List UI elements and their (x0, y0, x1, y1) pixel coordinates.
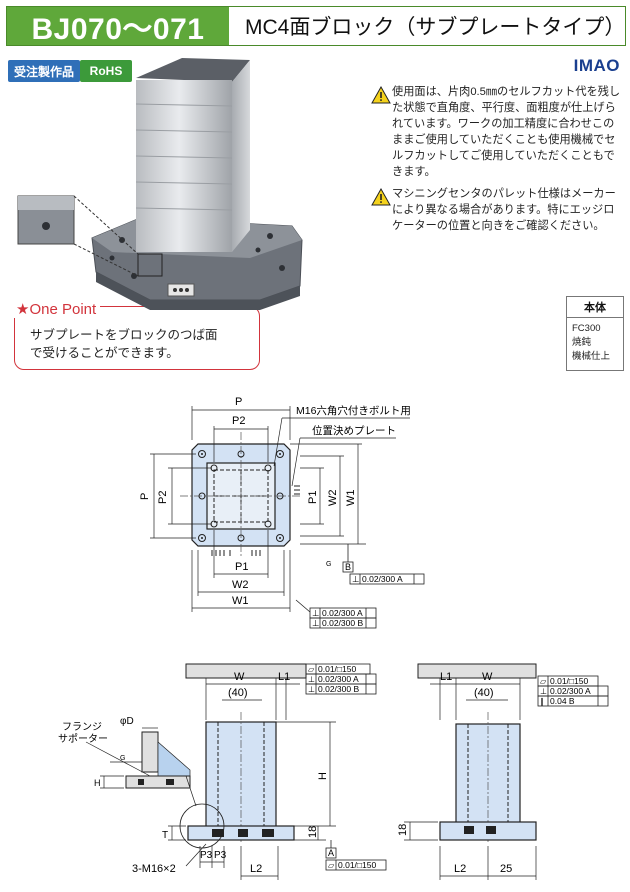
tol-symbol: ⏥ (540, 677, 547, 686)
dim-p-top: P (235, 396, 242, 408)
plate-label: 位置決めプレート (312, 424, 396, 437)
tol-3: 0.02/300 B (318, 684, 359, 694)
material-body: FC300 焼鈍 機械仕上 (567, 318, 623, 370)
datum-a: A (328, 848, 334, 858)
dim-w2-bottom: W2 (232, 579, 249, 591)
dim-p3b: P3 (214, 850, 227, 861)
flange-label-1: フランジ (62, 721, 102, 733)
brand-logo: IMAO (573, 56, 620, 75)
dim-w1-bottom: W1 (232, 595, 249, 607)
tol-bottom: 0.01/□150 (338, 860, 376, 870)
tol-2-side: 0.02/300 A (550, 686, 591, 696)
material-table: 本体 FC300 焼鈍 機械仕上 (566, 296, 624, 371)
tol-symbol: ⊥ (312, 618, 320, 628)
tol-bottom-1: 0.02/300 A (322, 608, 363, 618)
dim-w-side: W (482, 671, 493, 683)
warning-icon (371, 188, 391, 206)
surface-mark: G (326, 561, 331, 568)
dim-h-small: H (94, 778, 101, 788)
dim-phi-d: φD (120, 716, 134, 727)
tol-right: 0.02/300 A (362, 574, 403, 584)
tol-symbol: ∥ (540, 697, 544, 706)
one-point-line: で受けることができます。 (30, 346, 179, 360)
dim-l2-side: L2 (454, 863, 466, 875)
dim-p2-left: P2 (157, 491, 169, 504)
dim-18-side: 18 (397, 824, 409, 836)
tol-symbol: ⊥ (308, 675, 315, 684)
product-photo (17, 58, 303, 310)
material-header: 本体 (567, 297, 623, 318)
front-view-drawing: W L1 (40) H 18 T P3 P3 L2 3-M16×2 ⏥ 0.01… (58, 663, 387, 880)
side-view-drawing: L1 W (40) 18 L2 25 ⏥ 0.01/□150 ⊥ 0.02/30… (397, 663, 609, 880)
bolt-label: M16六角穴付きボルト用 (296, 404, 411, 417)
flange-label-2: サポーター (58, 733, 108, 745)
one-point-line: サブプレートをブロックのつば面 (30, 328, 218, 342)
dim-w1-right: W1 (345, 490, 357, 507)
tol-symbol: ⏥ (308, 665, 315, 674)
pallet-note-text: マシニングセンタのパレット仕様はメーカーにより異なる場合があります。特にエッジロ… (392, 188, 616, 232)
tol-symbol: ⏥ (328, 861, 335, 870)
made-to-order-badge: 受注製作品 (8, 60, 81, 82)
dim-h: H (317, 772, 329, 780)
warning-icon (371, 86, 391, 104)
tol-symbol: ⊥ (540, 687, 547, 696)
dim-l2: L2 (250, 863, 262, 875)
dim-p3a: P3 (200, 850, 213, 861)
dim-l1-side: L1 (440, 671, 452, 683)
header-bar: BJ070〜071 MC4面ブロック（サブプレートタイプ） (6, 6, 626, 46)
surface-mark: G (120, 755, 125, 762)
product-title: MC4面ブロック（サブプレートタイプ） (245, 16, 626, 39)
dim-40: (40) (228, 687, 248, 699)
dim-18: 18 (307, 826, 319, 838)
pallet-note: マシニングセンタのパレット仕様はメーカーにより異なる場合があります。特にエッジロ… (370, 186, 622, 234)
model-number: BJ070〜071 (7, 7, 229, 46)
one-point-body: サブプレートをブロックのつば面 で受けることができます。 (30, 326, 218, 362)
material-line: 焼鈍 (572, 337, 592, 348)
rohs-badge: RoHS (80, 60, 132, 82)
top-view-drawing: P P2 P P2 P1 W2 W1 (139, 396, 425, 629)
dim-p2-top: P2 (232, 415, 245, 427)
tol-1: 0.01/□150 (318, 664, 356, 674)
tol-symbol: ⊥ (312, 608, 320, 618)
dim-w2-right: W2 (327, 490, 339, 507)
dim-w: W (234, 671, 245, 683)
dim-p-left: P (139, 493, 151, 500)
tol-bottom-2: 0.02/300 B (322, 618, 363, 628)
one-point-title: ★One Point (12, 300, 101, 318)
tol-2: 0.02/300 A (318, 674, 359, 684)
dim-p1-bottom: P1 (235, 561, 248, 573)
usage-note-text: 使用面は、片肉0.5㎜のセルフカット代を残した状態で直角度、平行度、面粗度が仕上… (392, 86, 621, 178)
dim-25-side: 25 (500, 863, 512, 875)
tol-symbol: ⊥ (308, 685, 315, 694)
tol-1-side: 0.01/□150 (550, 676, 588, 686)
tol-symbol: ⊥ (352, 574, 360, 584)
dim-t: T (162, 830, 168, 841)
datum-b: B (345, 562, 351, 572)
tol-3-side: 0.04 B (550, 696, 575, 706)
dim-p1-right: P1 (307, 491, 319, 504)
material-line: FC300 (572, 323, 601, 334)
screw-spec: 3-M16×2 (132, 863, 176, 875)
dim-40-side: (40) (474, 687, 494, 699)
usage-note: 使用面は、片肉0.5㎜のセルフカット代を残した状態で直角度、平行度、面粗度が仕上… (370, 84, 622, 180)
dim-l1: L1 (278, 671, 290, 683)
one-point-box (14, 306, 260, 370)
material-line: 機械仕上 (572, 351, 611, 362)
